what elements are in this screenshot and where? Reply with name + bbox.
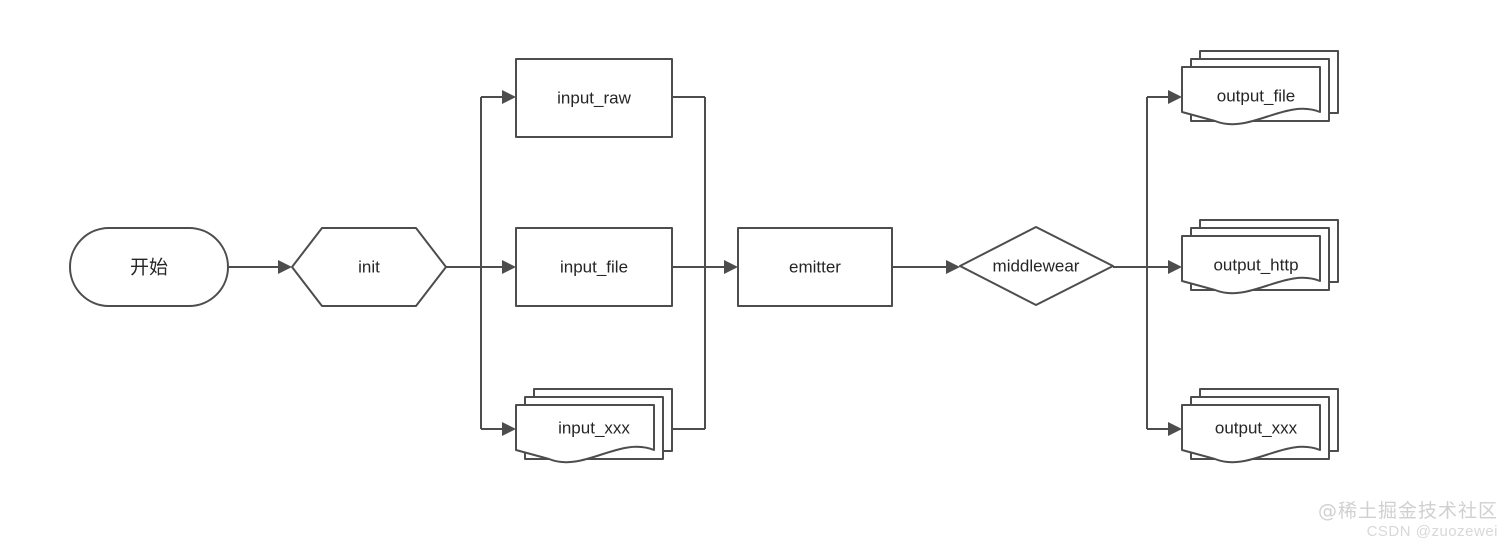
node-output-xxx-label: output_xxx <box>1215 418 1298 437</box>
edge-init-to-input-raw <box>502 90 516 104</box>
node-output-http-label: output_http <box>1213 255 1298 274</box>
node-input-xxx-label: input_xxx <box>558 418 630 437</box>
edge-init-branch-bus <box>446 96 502 430</box>
edge-inputs-merge-bus <box>665 96 724 430</box>
node-input-xxx[interactable]: input_xxx <box>515 388 673 464</box>
node-output-http[interactable]: output_http <box>1181 219 1339 295</box>
node-start[interactable]: 开始 <box>69 227 229 307</box>
edge-middlewear-to-output-file <box>1168 90 1182 104</box>
node-output-xxx[interactable]: output_xxx <box>1181 388 1339 464</box>
node-input-raw[interactable]: input_raw <box>515 58 673 138</box>
node-input-file-label: input_file <box>560 257 628 276</box>
node-middlewear[interactable]: middlewear <box>959 226 1114 306</box>
edge-middlewear-branch-bus <box>1113 96 1168 430</box>
node-input-raw-label: input_raw <box>557 88 631 107</box>
node-start-label: 开始 <box>130 257 168 279</box>
edge-emitter-to-middlewear <box>892 260 960 274</box>
node-input-file[interactable]: input_file <box>515 227 673 307</box>
node-emitter[interactable]: emitter <box>737 227 893 307</box>
node-middlewear-label: middlewear <box>993 256 1080 275</box>
edge-middlewear-to-output-xxx <box>1168 422 1182 436</box>
edge-start-to-init <box>228 260 292 274</box>
edge-init-to-input-xxx <box>502 422 516 436</box>
node-output-file[interactable]: output_file <box>1181 50 1339 126</box>
edge-middlewear-to-output-http <box>1168 260 1182 274</box>
edge-merge-to-emitter <box>705 260 738 274</box>
node-emitter-label: emitter <box>789 257 841 276</box>
edge-init-to-input-file <box>502 260 516 274</box>
node-output-file-label: output_file <box>1217 86 1295 105</box>
node-init[interactable]: init <box>291 227 447 307</box>
node-init-label: init <box>358 257 380 276</box>
